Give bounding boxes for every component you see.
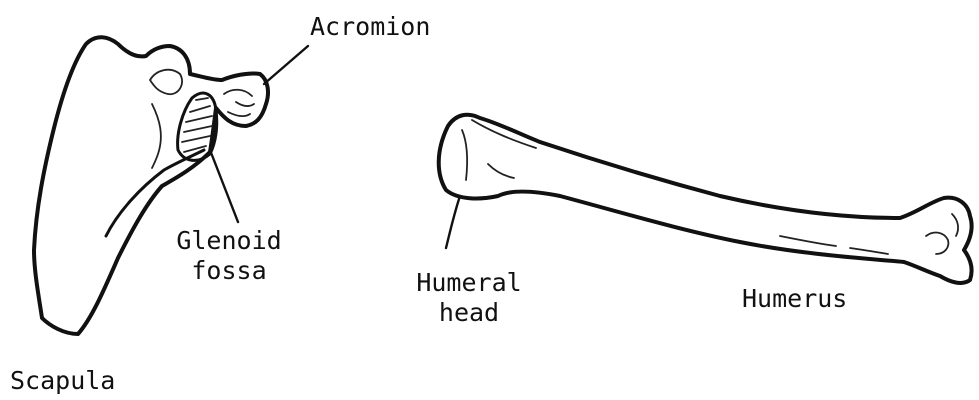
humeral-head-label: Humeral head: [402, 268, 536, 328]
glenoid-label-line1: Glenoid: [168, 226, 290, 256]
humeral-label-line1: Humeral: [402, 268, 536, 298]
humerus-drawing: [439, 115, 972, 283]
humeral-head-leader-line: [446, 196, 460, 248]
glenoid-fossa-label: Glenoid fossa: [168, 226, 290, 286]
humerus-outline: [439, 115, 972, 283]
scapula-drawing: [34, 37, 268, 334]
scapula-label: Scapula: [10, 366, 115, 396]
glenoid-label-line2: fossa: [168, 256, 290, 286]
glenoid-leader-line: [210, 150, 238, 222]
humerus-label: Humerus: [742, 284, 847, 314]
humeral-label-line2: head: [402, 298, 536, 328]
acromion-label: Acromion: [310, 12, 430, 42]
acromion-leader-line: [264, 46, 308, 84]
